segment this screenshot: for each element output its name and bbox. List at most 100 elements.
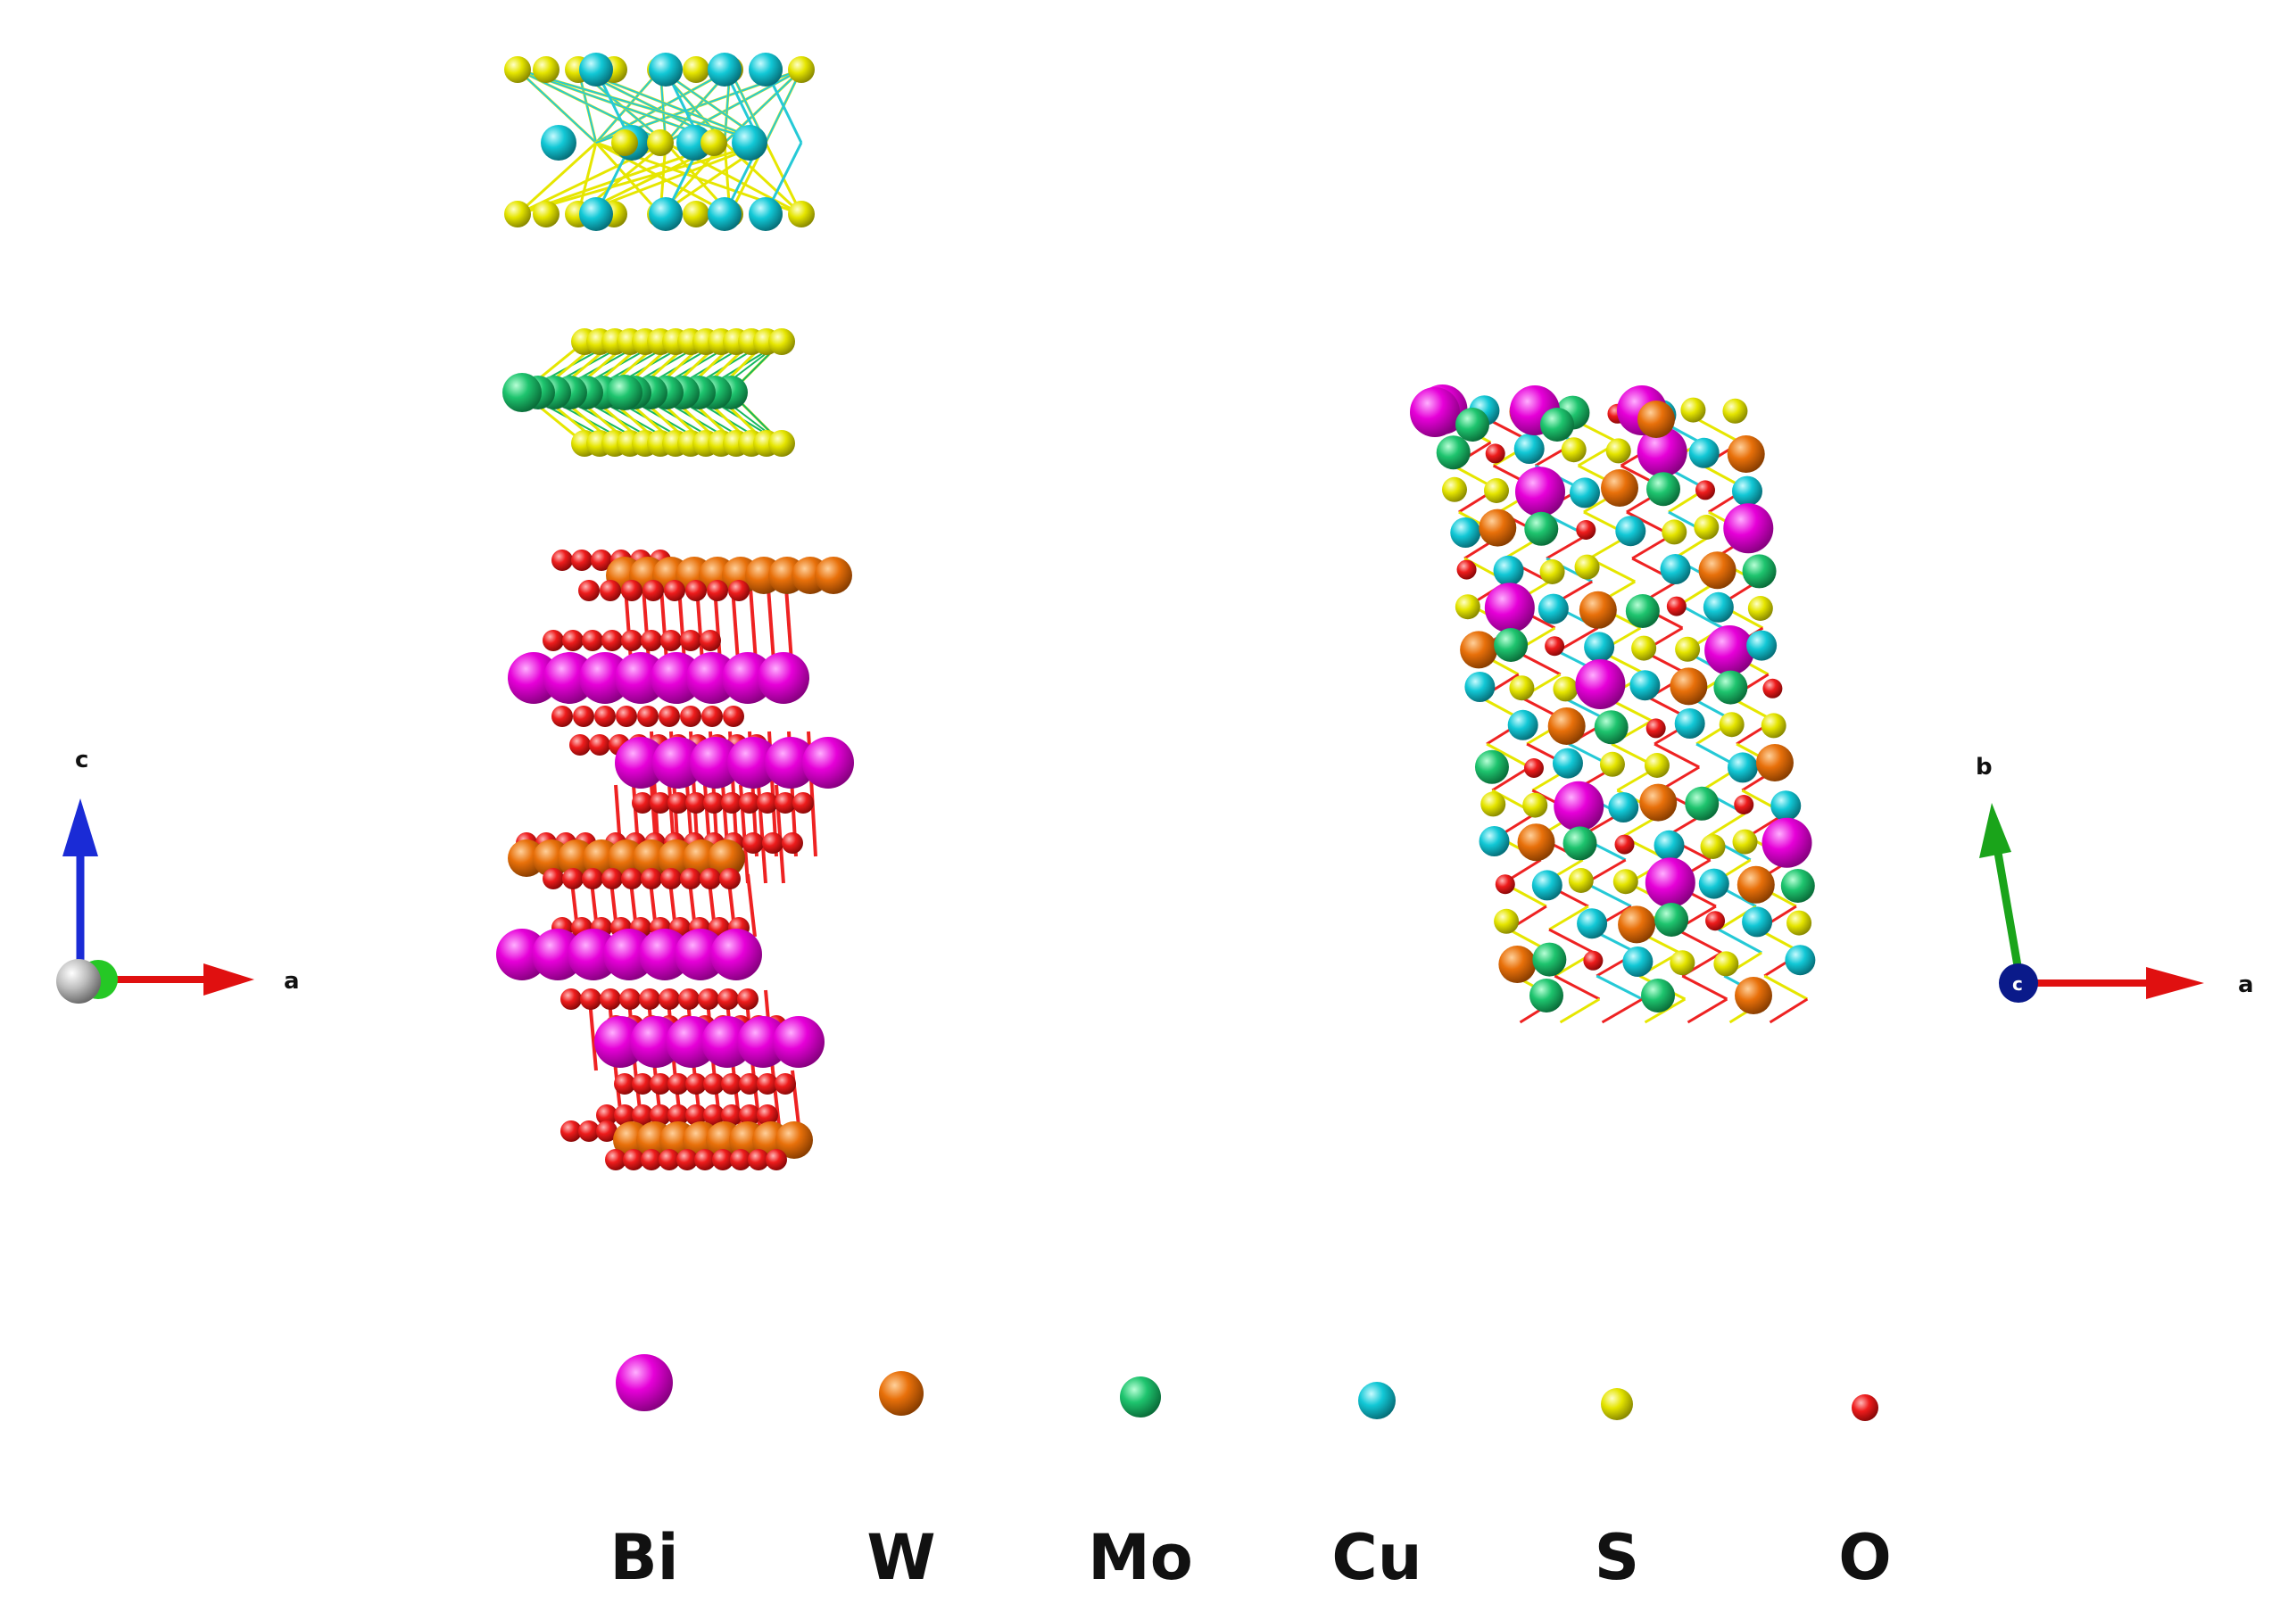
bond (1769, 997, 1809, 1024)
atom-o (766, 1149, 787, 1170)
atom-s (611, 129, 638, 156)
atom-s (1599, 751, 1625, 777)
legend-label-s: S (1595, 1521, 1639, 1594)
atom-mo (1562, 826, 1597, 861)
atom-w (1547, 707, 1586, 745)
atom-s (1713, 951, 1739, 977)
axis-b-arrow (1993, 847, 2025, 982)
atom-s (1644, 753, 1670, 778)
atom-w (1755, 744, 1794, 781)
atom-cu (1622, 946, 1654, 977)
atom-s (1509, 675, 1535, 701)
legend-swatch-mo (1120, 1376, 1161, 1418)
atom-bi (758, 652, 809, 704)
atom-s (504, 201, 531, 227)
bond (1654, 742, 1700, 769)
atom-s (533, 56, 559, 83)
atom-s (1553, 676, 1579, 702)
bond (517, 141, 767, 216)
bond (1763, 974, 1809, 1001)
legend-label-bi: Bi (609, 1521, 678, 1594)
atom-cu (1538, 593, 1569, 624)
atom-o (659, 988, 680, 1010)
atom-o (762, 832, 783, 854)
cu2s-layer (504, 53, 815, 231)
atom-bi (594, 1016, 646, 1068)
atom-o (723, 706, 744, 727)
axis-triad-ba: c b a (1976, 754, 2254, 1003)
atom-mo (1685, 786, 1720, 821)
atom-mo (1742, 554, 1777, 589)
atom-o (1545, 636, 1565, 657)
atom-o (560, 1120, 582, 1142)
bond (1687, 997, 1728, 1024)
bond (1601, 997, 1644, 1024)
bond (1718, 928, 1762, 955)
bond (1585, 881, 1632, 908)
atom-o (748, 1149, 769, 1170)
atom-o (650, 792, 671, 814)
atom-o (680, 630, 701, 651)
atom-w (1698, 551, 1737, 590)
atom-o (621, 580, 642, 601)
axis-label-c: c (2012, 973, 2023, 995)
atom-mo (1455, 408, 1489, 442)
atom-o (632, 792, 653, 814)
axis-a-arrowhead (203, 963, 254, 996)
atom-w (1727, 435, 1765, 473)
atom-mo (1532, 942, 1567, 977)
atom-cu (1688, 437, 1720, 468)
atom-mo (1625, 594, 1660, 628)
legend-swatch-s (1601, 1388, 1633, 1420)
atom-cu (1513, 434, 1545, 464)
atom-o (712, 1149, 734, 1170)
axis-c-arrowhead (62, 798, 98, 856)
bond (1696, 417, 1742, 444)
atom-w (1639, 783, 1678, 822)
bond (517, 69, 597, 144)
atom-cu (1785, 945, 1816, 976)
atom-bi (737, 1016, 789, 1068)
atom-o (1485, 443, 1505, 464)
atom-o (1576, 520, 1596, 540)
bond (1548, 905, 1589, 931)
atom-bi (651, 652, 702, 704)
atom-s (1680, 397, 1706, 423)
atom-o (571, 550, 593, 571)
bond (1491, 765, 1530, 792)
atom-s (1494, 908, 1520, 934)
atom-o (1705, 911, 1726, 931)
atom-s (1700, 834, 1726, 859)
atom-s (1722, 398, 1748, 424)
atom-o (719, 868, 741, 889)
legend-swatch-cu (1358, 1382, 1396, 1419)
atom-bi (652, 737, 704, 789)
atom-cu (579, 197, 613, 231)
atom-o (1645, 718, 1666, 739)
bond (746, 873, 757, 938)
bond (1554, 974, 1601, 1001)
atom-o (569, 734, 591, 756)
atom-bi (508, 652, 559, 704)
atom-mo (502, 373, 542, 412)
atom-o (739, 1073, 760, 1095)
atom-cu (1450, 517, 1481, 548)
atom-cu (749, 53, 783, 87)
atom-o (562, 630, 584, 651)
atom-s (1719, 712, 1745, 738)
atom-cu (649, 197, 683, 231)
bond (1676, 928, 1722, 955)
atom-o (703, 792, 725, 814)
atom-o (543, 630, 564, 651)
atom-bi (1554, 781, 1604, 831)
atom-mo (1540, 408, 1574, 442)
atom-o (721, 792, 742, 814)
atom-cu (1608, 792, 1639, 822)
atom-w (1498, 946, 1537, 983)
atom-o (573, 706, 594, 727)
atom-o (792, 792, 814, 814)
atom-bi (532, 929, 584, 980)
atom-o (659, 706, 680, 727)
atom-o (623, 1149, 644, 1170)
atom-o (698, 988, 719, 1010)
